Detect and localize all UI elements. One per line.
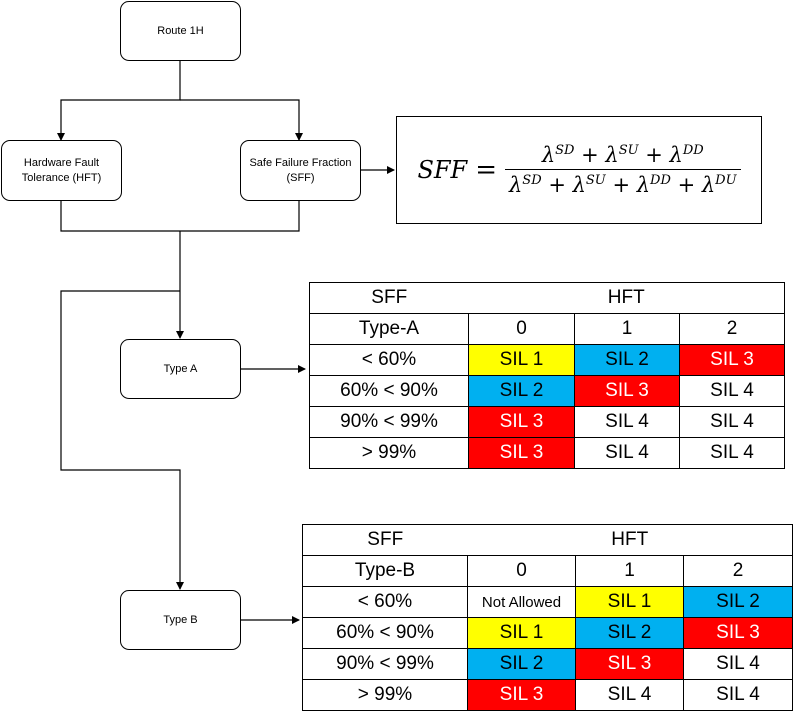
sff-formula: SFF = λSD + λSU + λDD λSD + λSU + λDD + …	[396, 116, 762, 224]
sff-range: 60% < 90%	[309, 375, 469, 407]
sil-cell: SIL 3	[468, 406, 575, 438]
table-row: 60% < 90% SIL 1 SIL 2 SIL 3	[302, 617, 793, 649]
sff-label-line-2: (SFF)	[286, 171, 315, 184]
sil-cell: SIL 4	[682, 679, 793, 711]
sil-cell: SIL 3	[468, 437, 575, 469]
hft-label-line-1: Hardware Fault	[23, 156, 100, 169]
formula-fraction: λSD + λSU + λDD λSD + λSU + λDD + λDU	[504, 143, 741, 197]
sil-cell: SIL 4	[682, 648, 793, 680]
sil-cell: SIL 1	[468, 344, 575, 376]
table-subheader-row: Type-B 0 1 2	[302, 555, 793, 587]
route-split-connector	[57, 61, 181, 141]
sil-cell: Not Allowed	[467, 586, 576, 618]
sil-cell: SIL 2	[468, 375, 575, 407]
sil-cell: SIL 2	[574, 344, 680, 376]
sff-node: Safe Failure Fraction (SFF)	[240, 140, 361, 201]
type-b-sil-table: SFF HFT Type-B 0 1 2 < 60% Not Allowed S…	[302, 524, 793, 711]
formula-denominator: λSD + λSU + λDD + λDU	[504, 169, 741, 197]
table-header-row: SFF HFT	[309, 282, 786, 314]
merge-connector	[60, 200, 300, 232]
sff-label-line-1: Safe Failure Fraction	[249, 156, 352, 169]
sff-range: > 99%	[302, 679, 468, 711]
sil-cell: SIL 4	[678, 375, 786, 407]
type-a-node: Type A	[120, 339, 241, 399]
sil-cell: SIL 3	[575, 648, 684, 680]
sil-cell: SIL 3	[574, 375, 680, 407]
table-row: 60% < 90% SIL 2 SIL 3 SIL 4	[309, 375, 786, 407]
hft-header: HFT	[467, 524, 793, 556]
sil-cell: SIL 1	[575, 586, 684, 618]
route-to-sff-connector	[180, 99, 303, 141]
hft-level: 2	[678, 313, 786, 345]
sff-range: < 60%	[309, 344, 469, 376]
branch-to-type-b-arrow	[60, 290, 184, 590]
sil-cell: SIL 4	[574, 437, 680, 469]
sil-cell: SIL 2	[467, 648, 576, 680]
type-b-node: Type B	[120, 590, 241, 650]
sff-range: 60% < 90%	[302, 617, 468, 649]
table-row: > 99% SIL 3 SIL 4 SIL 4	[309, 437, 786, 469]
table-header-row: SFF HFT	[302, 524, 793, 556]
formula-equals: =	[475, 155, 497, 185]
table-row: 90% < 99% SIL 2 SIL 3 SIL 4	[302, 648, 793, 680]
sil-cell: SIL 4	[574, 406, 680, 438]
type-label: Type-A	[309, 313, 469, 345]
hft-node: Hardware Fault Tolerance (HFT)	[1, 140, 122, 201]
sil-cell: SIL 4	[678, 437, 786, 469]
formula-numerator: λSD + λSU + λDD	[541, 143, 704, 167]
sil-cell: SIL 3	[467, 679, 576, 711]
sff-range: < 60%	[302, 586, 468, 618]
table-row: 90% < 99% SIL 3 SIL 4 SIL 4	[309, 406, 786, 438]
sil-cell: SIL 3	[678, 344, 786, 376]
table-row: < 60% SIL 1 SIL 2 SIL 3	[309, 344, 786, 376]
hft-level: 1	[574, 313, 680, 345]
hft-header: HFT	[468, 282, 786, 314]
formula-lhs: SFF	[417, 156, 468, 184]
sil-cell: SIL 4	[678, 406, 786, 438]
sil-cell: SIL 2	[575, 617, 684, 649]
sil-cell: SIL 2	[682, 586, 793, 618]
sff-range: 90% < 99%	[302, 648, 468, 680]
sff-header: SFF	[302, 524, 468, 556]
table-row: > 99% SIL 3 SIL 4 SIL 4	[302, 679, 793, 711]
hft-level: 2	[682, 555, 793, 587]
type-label: Type-B	[302, 555, 468, 587]
sff-range: > 99%	[309, 437, 469, 469]
table-subheader-row: Type-A 0 1 2	[309, 313, 786, 345]
sil-cell: SIL 3	[682, 617, 793, 649]
table-row: < 60% Not Allowed SIL 1 SIL 2	[302, 586, 793, 618]
sff-header: SFF	[309, 282, 469, 314]
hft-level: 0	[468, 313, 575, 345]
hft-level: 1	[575, 555, 684, 587]
route-1h-node: Route 1H	[120, 1, 241, 61]
type-a-sil-table: SFF HFT Type-A 0 1 2 < 60% SIL 1 SIL 2 S…	[309, 282, 786, 469]
hft-level: 0	[467, 555, 576, 587]
hft-label-line-2: Tolerance (HFT)	[21, 171, 102, 184]
sff-range: 90% < 99%	[309, 406, 469, 438]
sil-cell: SIL 1	[467, 617, 576, 649]
sil-cell: SIL 4	[575, 679, 684, 711]
